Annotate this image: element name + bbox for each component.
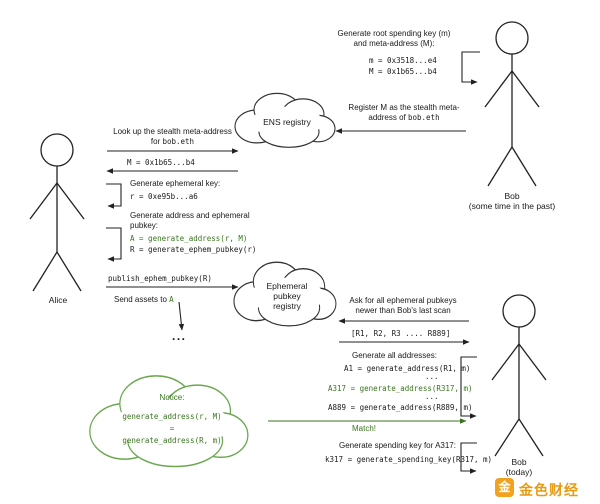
generate-spending-key-text: Generate spending key for A317: bbox=[339, 441, 456, 450]
register-line2-text: address of bbox=[368, 113, 408, 122]
bob-past-selfloop-arrow bbox=[461, 51, 480, 85]
watermark-text: 金色财经 bbox=[519, 482, 579, 498]
generate-ephemeral-key-text: Generate ephemeral key: bbox=[130, 179, 221, 188]
notice-equals: = bbox=[169, 424, 175, 433]
send-assets-arrow bbox=[178, 301, 185, 331]
generate-address-text: Generate address and ephemeral pubkey: bbox=[130, 211, 250, 230]
ellipsis-1: ... bbox=[425, 372, 439, 381]
bob-past-figure-icon bbox=[484, 21, 540, 187]
match-label: Match! bbox=[352, 424, 377, 433]
lookup-line2-text: for bbox=[150, 137, 163, 146]
ask-pubkeys-text: Ask for all ephemeral pubkeys newer than… bbox=[349, 296, 457, 315]
send-assets-address: A bbox=[169, 295, 174, 304]
alice-figure-icon bbox=[29, 133, 85, 292]
address-code-green: A = generate_address(r, M) bbox=[130, 234, 248, 243]
generate-root-key-text: Generate root spending key (m) and meta-… bbox=[337, 29, 451, 48]
flow-arrows bbox=[106, 51, 480, 474]
a889-code: A889 = generate_address(R889, m) bbox=[328, 403, 473, 412]
ephemeral-key-code: r = 0xe95b...a6 bbox=[130, 192, 198, 201]
alice-label: Alice bbox=[48, 295, 68, 305]
bob-generate-addresses-selfloop-arrow bbox=[460, 356, 477, 419]
root-key-code: m = 0x3518...e4 M = 0x1b65...b4 bbox=[369, 56, 437, 76]
ens-registry-label: ENS registry bbox=[263, 117, 311, 127]
register-line1: Register M as the stealth meta- bbox=[348, 103, 460, 112]
register-meta-address-text: Register M as the stealth meta- address … bbox=[338, 103, 470, 123]
alice-ephemeral-key-selfloop-arrow bbox=[106, 183, 122, 209]
publish-ephem-pubkey-code: publish_ephem_pubkey(R) bbox=[108, 274, 212, 283]
ellipsis-send: ... bbox=[172, 329, 187, 343]
send-assets-text: Send assets to A bbox=[114, 295, 174, 305]
generate-all-addresses-text: Generate all addresses: bbox=[352, 351, 437, 360]
bob-today-label: Bob (today) bbox=[505, 457, 533, 477]
bob-today-figure-icon bbox=[491, 294, 547, 457]
lookup-line2-code: bob.eth bbox=[162, 137, 195, 146]
alice-address-selfloop-arrow bbox=[106, 227, 122, 262]
notice-line1: generate_address(r, M) bbox=[122, 412, 222, 421]
notice-title: Notice: bbox=[159, 393, 185, 402]
ellipsis-2: ... bbox=[425, 392, 439, 401]
register-line2-code: bob.eth bbox=[407, 113, 440, 122]
ephemeral-registry-label: Ephemeral pubkey registry bbox=[266, 281, 308, 311]
a1-code: A1 = generate_address(R1, m) bbox=[344, 364, 471, 373]
notice-line2: generate_address(R, m) bbox=[122, 436, 222, 445]
send-assets-label: Send assets to bbox=[114, 295, 170, 304]
bob-past-label: Bob (some time in the past) bbox=[468, 191, 556, 211]
ephem-pubkey-code: R = generate_ephem_pubkey(r) bbox=[130, 245, 257, 254]
bob-spending-key-selfloop-arrow bbox=[460, 442, 477, 474]
lookup-meta-address-text: Look up the stealth meta-address for bob… bbox=[105, 127, 240, 147]
lookup-line1: Look up the stealth meta-address bbox=[113, 127, 232, 136]
meta-address-return-code: M = 0x1b65...b4 bbox=[127, 158, 195, 167]
watermark-logo-icon: 金 bbox=[495, 478, 514, 497]
pubkey-list-code: [R1, R2, R3 .... R889] bbox=[351, 329, 451, 338]
a317-code-green: A317 = generate_address(R317, m) bbox=[328, 384, 473, 393]
spending-key-code: k317 = generate_spending_key(R317, m) bbox=[325, 455, 493, 464]
